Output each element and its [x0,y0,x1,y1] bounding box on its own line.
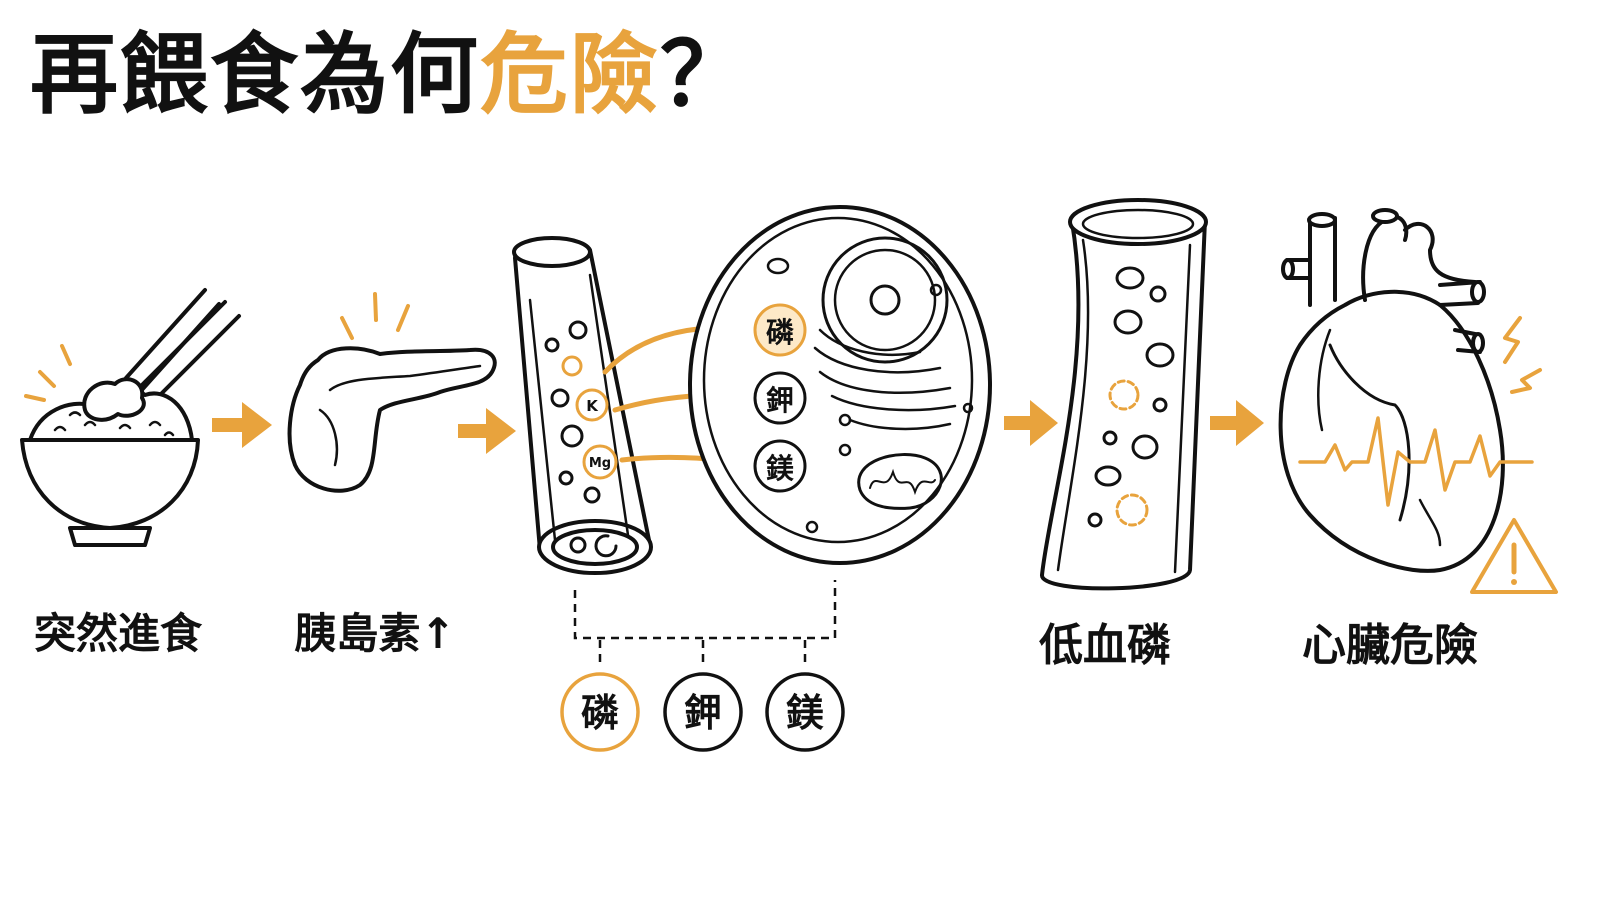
cell-ion-phosphate: 磷 [753,303,807,357]
svg-text:鉀: 鉀 [766,384,794,417]
dashed-bracket [573,580,837,668]
arrow-insulin-to-vessel [458,408,516,454]
warning-icon [1470,518,1558,594]
nucleus [821,236,949,364]
label-heart-danger: 心臟危險 [1302,620,1478,671]
heart-icon [1278,208,1505,573]
svg-text:K: K [586,397,599,415]
title-question-mark: ？ [660,23,751,126]
svg-text:磷: 磷 [766,316,794,349]
cell-icon [688,205,992,565]
ion-mg-bubble: Mg [582,444,618,480]
ecg-line [1298,416,1534,507]
rice-bowl-icon [20,288,241,547]
svg-text:鎂: 鎂 [786,691,824,735]
bottom-ion-phosphate: 磷 [560,672,640,752]
label-sudden-eating: 突然進食 [34,609,203,658]
title-main: 再餵食為何 [30,23,481,126]
ion-k-bubble: K [575,388,609,422]
chopsticks-icon [124,288,241,406]
bottom-ion-magnesium: 鎂 [765,672,845,752]
page-title: 再餵食為何危險？ [30,22,750,128]
svg-text:Mg: Mg [589,456,611,471]
arrow-eat-to-insulin [212,402,272,448]
mitochondria-icon [857,453,943,510]
title-accent: 危險 [480,23,661,126]
svg-text:鉀: 鉀 [684,691,722,735]
svg-text:磷: 磷 [581,691,619,735]
cell-ion-potassium: 鉀 [753,371,807,425]
pancreas-icon [287,292,497,493]
blood-vessel-2-icon [1040,198,1208,591]
arrow-low-phosphate-to-heart [1210,400,1264,446]
arrow-cell-to-low-phosphate [1004,400,1058,446]
cell-ion-magnesium: 鎂 [753,439,807,493]
label-insulin-up: 胰島素↑ [294,609,455,658]
label-low-phosphate: 低血磷 [1039,620,1171,671]
bottom-ion-potassium: 鉀 [663,672,743,752]
spark-icon [1503,316,1542,394]
svg-text:鎂: 鎂 [766,452,794,485]
